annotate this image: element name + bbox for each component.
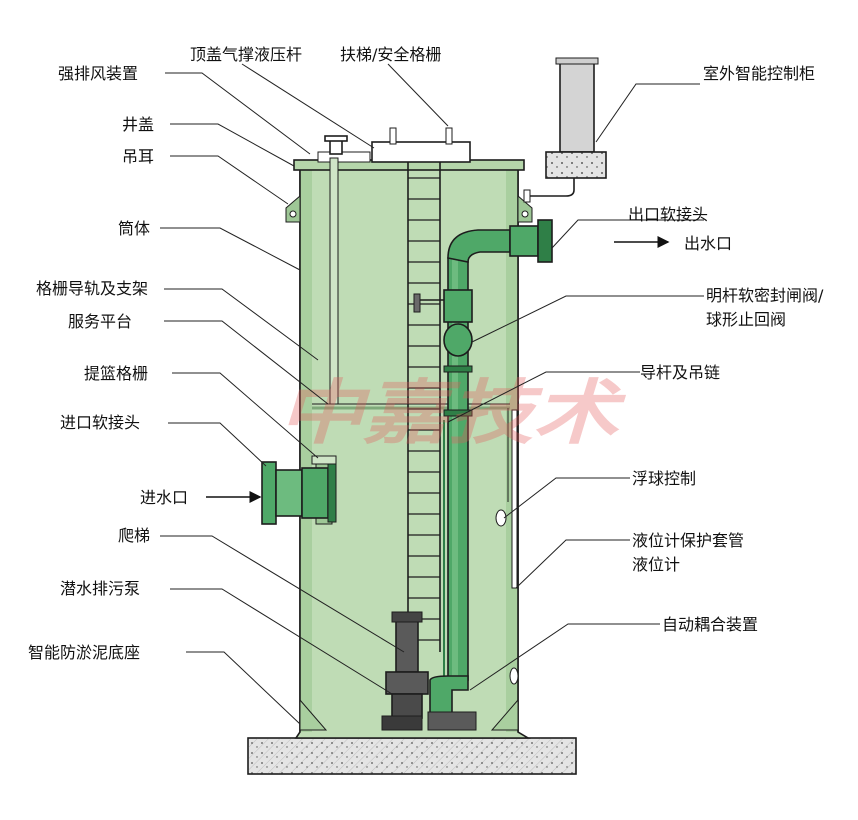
label-lifting-lug: 吊耳 [122, 147, 154, 166]
label-level-gauge-sleeve: 液位计保护套管 [632, 531, 744, 550]
label-valves-line2: 球形止回阀 [706, 310, 786, 329]
lifting-lug-left [285, 194, 301, 223]
watermark: 中嘉技术 [278, 371, 626, 454]
label-ladder: 爬梯 [118, 526, 150, 545]
grille-guide-rail [329, 157, 339, 405]
label-outlet-flex-joint: 出口软接头 [628, 205, 708, 224]
label-grille-rail: 格栅导轨及支架 [36, 279, 148, 298]
leader-lines [160, 63, 704, 725]
label-level-gauge: 液位计 [632, 555, 680, 574]
label-valves-line1: 明杆软密封闸阀/ [706, 286, 824, 305]
label-auto-coupling: 自动耦合装置 [662, 615, 758, 634]
submersible-pump [385, 611, 429, 719]
service-platform [312, 403, 510, 410]
exhaust-fan [324, 135, 348, 155]
label-barrel: 筒体 [118, 219, 150, 238]
level-gauge-sleeve [509, 409, 519, 685]
label-submersible-pump: 潜水排污泵 [60, 579, 140, 598]
label-guide-rod-chain: 导杆及吊链 [640, 363, 720, 382]
float-ball [495, 408, 509, 527]
anti-silt-base [381, 715, 423, 731]
label-float-ball: 浮球控制 [632, 469, 696, 488]
lid-gas-strut [389, 127, 453, 145]
label-inlet-water: 进水口 [140, 488, 188, 507]
label-basket-grille: 提篮格栅 [84, 364, 148, 383]
auto-coupling [427, 675, 477, 731]
label-outdoor-control-cabinet: 室外智能控制柜 [703, 64, 815, 83]
foundation-slab [247, 737, 577, 775]
label-anti-silt-base: 智能防淤泥底座 [28, 643, 140, 662]
label-well-lid: 井盖 [122, 115, 154, 134]
inlet-pipe [261, 461, 337, 525]
label-lid-gas-strut: 顶盖气撑液压杆 [190, 45, 302, 64]
lifting-lug-right [517, 194, 533, 223]
well-lid [317, 141, 471, 163]
outdoor-control-cabinet [523, 57, 607, 203]
ladder [407, 162, 441, 652]
discharge-riser [413, 219, 553, 681]
label-outlet-water: 出水口 [684, 234, 732, 253]
label-inlet-flex-joint: 进口软接头 [60, 413, 140, 432]
label-exhaust-fan: 强排风装置 [58, 64, 138, 83]
label-handrail-grille: 扶梯/安全格栅 [340, 45, 441, 64]
label-service-platform: 服务平台 [68, 312, 132, 331]
